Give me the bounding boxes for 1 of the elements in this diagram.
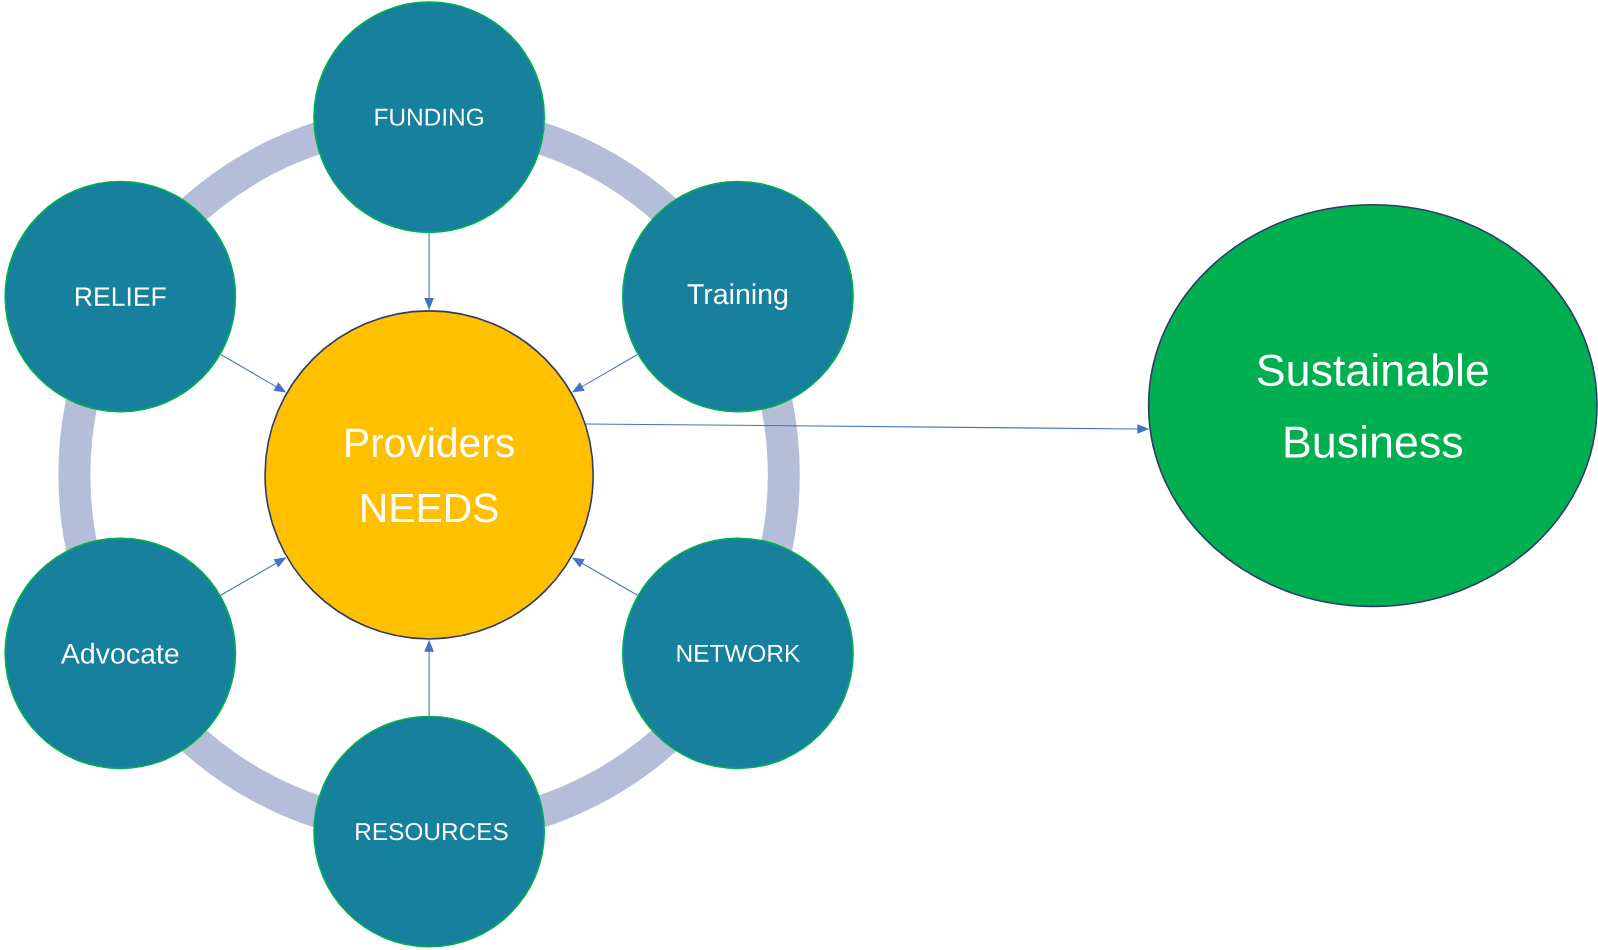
arrow [424, 232, 434, 310]
